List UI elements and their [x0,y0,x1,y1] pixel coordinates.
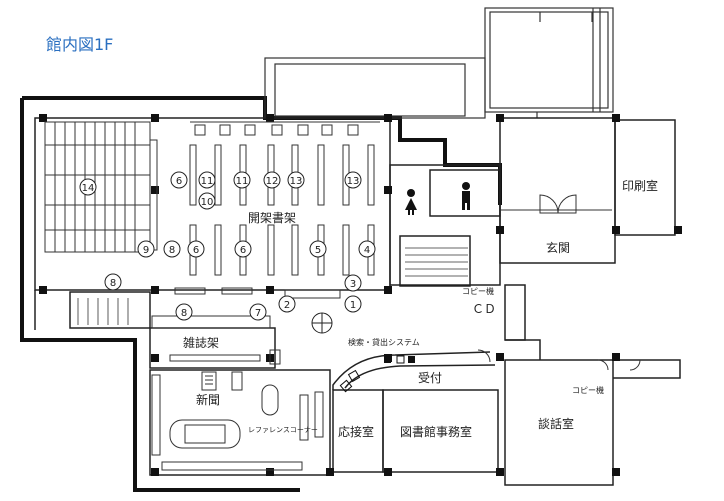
shelf-10-marker [198,192,216,210]
shelf-12-marker [263,171,281,189]
newspapers-label: 新聞 [196,392,220,407]
shelf-3-marker [344,274,362,292]
map-title: 館内図1F [46,35,113,54]
svg-text:1: 1 [350,300,356,311]
shelf-8c-marker [175,303,193,321]
svg-text:8: 8 [181,308,187,319]
shelf-6b-marker [187,240,205,258]
shelf-4-marker [358,240,376,258]
copy-machine-label: コピー機 [462,286,494,296]
shelf-6-marker [170,171,188,189]
copy-machine-2-label: コピー機 [572,385,604,395]
entrance-doors [477,194,641,371]
shelf-13b-marker [344,171,362,189]
svg-text:7: 7 [255,308,261,319]
svg-text:5: 5 [315,245,321,256]
svg-text:11: 11 [201,176,214,187]
svg-text:11: 11 [236,176,249,187]
svg-text:9: 9 [143,245,149,256]
entrance-label: 玄関 [546,240,570,255]
upper-terrace [264,7,614,119]
interior-walls [34,117,681,486]
shelf-number-markers [79,171,376,321]
return-desk-label: 受付 [418,371,442,385]
svg-text:8: 8 [110,278,116,289]
columns [39,114,682,476]
magazine-furniture [151,315,324,471]
magazines-label: 雑誌架 [183,335,219,350]
svg-text:13: 13 [347,176,360,187]
bookshelf-rows [149,121,380,299]
svg-text:3: 3 [350,279,356,290]
shelf-6c-marker [234,240,252,258]
search-system-label: 検索・貸出システム [348,337,420,347]
cd-label: ＣＤ [472,302,496,316]
shelf-7-marker [249,303,267,321]
svg-text:6: 6 [240,245,246,256]
toilet-icons [405,182,470,215]
room-labels: 開架書架 雑誌架 新聞 レファレンスコーナー 検索・貸出システム 受付 応接室 … [183,178,658,439]
search-terminals [339,355,415,393]
svg-text:10: 10 [201,197,214,208]
meeting-room-label: 談話室 [538,416,574,431]
svg-text:6: 6 [176,176,182,187]
security-gate [311,312,333,334]
svg-text:4: 4 [364,245,370,256]
shelf-8-marker [163,240,181,258]
stack-14-grid [44,121,151,253]
svg-text:8: 8 [169,245,175,256]
female-toilet-icon [405,189,417,215]
shelf-number-labels: 14 6 11 10 11 12 13 13 9 8 6 6 5 4 8 3 2… [82,176,371,319]
stairs [77,247,468,325]
shelf-11-marker [198,171,216,189]
shelf-8b-marker [104,273,122,291]
svg-text:14: 14 [82,183,95,194]
svg-text:13: 13 [290,176,303,187]
reference-corner-label: レファレンスコーナー [248,426,318,434]
shelf-5-marker [309,240,327,258]
male-toilet-icon [462,182,470,210]
shelf-9-marker [137,240,155,258]
shelf-13-marker [287,171,305,189]
shelf-1-marker [344,295,362,313]
printing-room-label: 印刷室 [622,178,658,193]
svg-text:6: 6 [193,245,199,256]
svg-text:2: 2 [284,300,290,311]
office-label: 図書館事務室 [400,424,472,439]
shelf-2-marker [278,295,296,313]
open-stacks-label: 開架書架 [248,211,296,225]
shelf-14-marker [79,178,97,196]
reception-label: 応接室 [338,424,374,439]
svg-text:12: 12 [266,176,279,187]
shelf-11b-marker [233,171,251,189]
